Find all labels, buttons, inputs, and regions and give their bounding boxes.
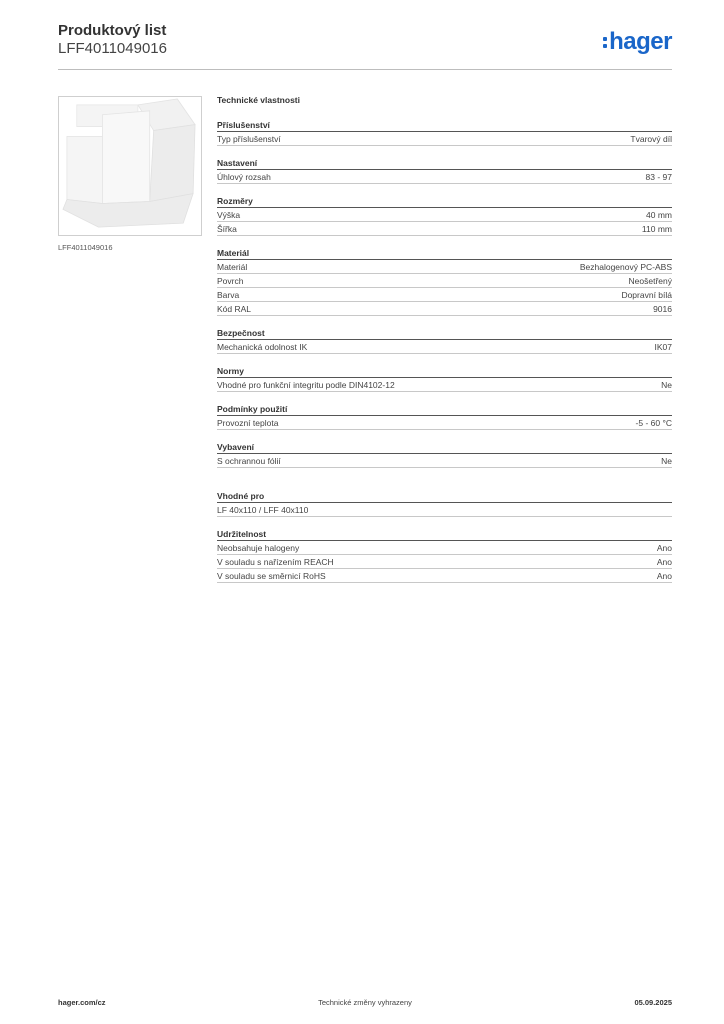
logo-dots-icon — [603, 36, 608, 48]
section-title: Vhodné pro — [217, 490, 672, 503]
spec-label: Povrch — [217, 276, 244, 286]
section-title: Normy — [217, 365, 672, 378]
spec-row: Úhlový rozsah 83 - 97 — [217, 170, 672, 184]
spec-value: Dopravní bílá — [621, 290, 672, 300]
spec-value: IK07 — [654, 342, 673, 352]
spec-row: Provozní teplota -5 - 60 °C — [217, 416, 672, 430]
spec-label: Mechanická odolnost IK — [217, 342, 308, 352]
section-safety: Bezpečnost Mechanická odolnost IK IK07 — [217, 327, 672, 354]
section-title: Vybavení — [217, 441, 672, 454]
spec-label: Úhlový rozsah — [217, 172, 271, 182]
footer-website-link[interactable]: hager.com/cz — [58, 998, 106, 1007]
spec-value: Ne — [661, 456, 672, 466]
technical-specifications: Technické vlastnosti Příslušenství Typ p… — [217, 95, 672, 594]
section-title: Podmínky použití — [217, 403, 672, 416]
spec-value: Neošetřený — [628, 276, 672, 286]
spec-label: V souladu s nařízením REACH — [217, 557, 334, 567]
spec-row: LF 40x110 / LFF 40x110 — [217, 503, 672, 517]
spec-row: Výška 40 mm — [217, 208, 672, 222]
section-settings: Nastavení Úhlový rozsah 83 - 97 — [217, 157, 672, 184]
spec-value: Bezhalogenový PC-ABS — [579, 262, 672, 272]
footer-notice: Technické změny vyhrazeny — [318, 998, 412, 1007]
spec-row: Typ příslušenství Tvarový díl — [217, 132, 672, 146]
spec-row: S ochrannou fólií Ne — [217, 454, 672, 468]
spec-label: Výška — [217, 210, 241, 220]
spec-value: Ne — [661, 380, 672, 390]
page-header: Produktový list LFF4011049016 hager — [58, 22, 672, 70]
spec-row: Vhodné pro funkční integritu podle DIN41… — [217, 378, 672, 392]
spec-value: -5 - 60 °C — [635, 418, 672, 428]
hager-logo: hager — [603, 30, 672, 54]
spec-row: Barva Dopravní bílá — [217, 288, 672, 302]
spec-value: Tvarový díl — [630, 134, 672, 144]
spec-value: 83 - 97 — [645, 172, 672, 182]
logo-text: hager — [609, 28, 672, 55]
spec-row: V souladu se směrnicí RoHS Ano — [217, 569, 672, 583]
spec-label: Barva — [217, 290, 240, 300]
product-image — [58, 96, 202, 236]
section-title: Rozměry — [217, 195, 672, 208]
spec-row: Povrch Neošetřený — [217, 274, 672, 288]
spec-value: Ano — [656, 557, 672, 567]
spec-label: V souladu se směrnicí RoHS — [217, 571, 326, 581]
spec-label: Typ příslušenství — [217, 134, 281, 144]
specs-title: Technické vlastnosti — [217, 95, 300, 105]
product-image-caption: LFF4011049016 — [58, 243, 113, 252]
product-code: LFF4011049016 — [58, 40, 167, 57]
spec-label: Materiál — [217, 262, 248, 272]
spec-label: Vhodné pro funkční integritu podle DIN41… — [217, 380, 395, 390]
section-suitable-for: Vhodné pro LF 40x110 / LFF 40x110 — [217, 490, 672, 517]
spec-label: Provozní teplota — [217, 418, 279, 428]
spec-row: Šířka 110 mm — [217, 222, 672, 236]
spec-row: Materiál Bezhalogenový PC-ABS — [217, 260, 672, 274]
section-title: Nastavení — [217, 157, 672, 170]
section-title: Příslušenství — [217, 119, 672, 132]
spec-value: Ano — [656, 543, 672, 553]
section-operating-conditions: Podmínky použití Provozní teplota -5 - 60… — [217, 403, 672, 430]
spec-label: S ochrannou fólií — [217, 456, 281, 466]
product-image-drawing — [59, 97, 201, 235]
section-dimensions: Rozměry Výška 40 mm Šířka 110 mm — [217, 195, 672, 236]
section-accessories: Příslušenství Typ příslušenství Tvarový d… — [217, 119, 672, 146]
section-standards: Normy Vhodné pro funkční integritu podle… — [217, 365, 672, 392]
footer-date: 05.09.2025 — [634, 998, 672, 1007]
spec-label: Neobsahuje halogeny — [217, 543, 300, 553]
spec-row: V souladu s nařízením REACH Ano — [217, 555, 672, 569]
spec-value: 40 mm — [646, 210, 672, 220]
section-equipment: Vybavení S ochrannou fólií Ne — [217, 441, 672, 468]
spec-label: LF 40x110 / LFF 40x110 — [217, 505, 309, 515]
section-title: Udržitelnost — [217, 528, 672, 541]
spec-row: Mechanická odolnost IK IK07 — [217, 340, 672, 354]
spec-label: Kód RAL — [217, 304, 252, 314]
spec-label: Šířka — [217, 224, 237, 234]
spec-value: 110 mm — [641, 224, 672, 234]
spec-row: Neobsahuje halogeny Ano — [217, 541, 672, 555]
spec-row: Kód RAL 9016 — [217, 302, 672, 316]
section-title: Materiál — [217, 247, 672, 260]
spec-value: 9016 — [653, 304, 672, 314]
spec-value: Ano — [656, 571, 672, 581]
section-title: Bezpečnost — [217, 327, 672, 340]
page-title: Produktový list — [58, 22, 167, 39]
